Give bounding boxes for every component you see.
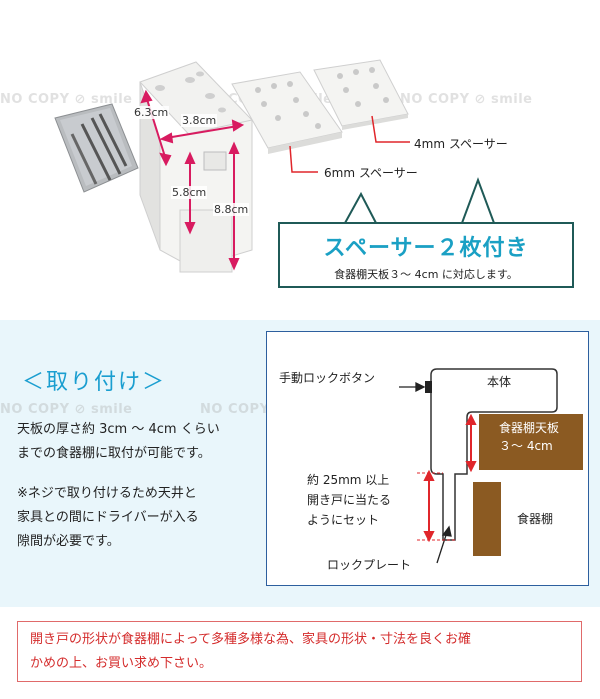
text-line: ３～ 4cm [499,439,553,453]
text-line: 食器棚天板 [499,421,560,435]
cabinet-side [473,482,501,556]
installation-diagram: 手動ロックボタン 本体 食器棚天板 ３～ 4cm 約 25mm 以上 開き戸に当… [266,331,589,586]
text-line: 開き戸に当たる [307,493,392,507]
text-line: までの食器棚に取付が可能です。 [17,446,211,461]
spacer-info-box: スペーサー２枚付き 食器棚天板３～ 4cm に対応します。 [278,222,574,288]
text-line: ※ネジで取り付けるため天井と [17,486,197,501]
total-height-label: 8.8cm [213,203,250,216]
depth-label: 6.3cm [133,106,170,119]
watermark: NO COPY ⊘ smile [0,92,133,107]
cabinet-label: 食器棚 [517,512,554,526]
inner-height-label: 5.8cm [171,186,208,199]
text-line: 隙間が必要です。 [17,534,120,549]
notice-text: 開き戸の形状が食器棚によって多種多様な為、家具の形状・寸法を良くお確 かめの上、… [30,628,571,676]
installation-section: NO COPY ⊘ smile NO COPY ⊘ smile NO COPY … [0,320,600,607]
purchase-notice: 開き戸の形状が食器棚によって多種多様な為、家具の形状・寸法を良くお確 かめの上、… [17,621,582,682]
text-line: 家具との間にドライバーが入る [17,510,199,525]
text-line: 天板の厚さ約 3cm ～ 4cm くらい [17,422,220,437]
install-heading: ＜取り付け＞ [22,370,167,395]
text-line: ようにセット [307,513,380,527]
spacer-4mm-label: 4mm スペーサー [414,137,508,151]
top-board-label: 食器棚天板 ３～ 4cm [499,419,559,455]
spacer-subtitle: 食器棚天板３～ 4cm に対応します。 [334,268,518,281]
lock-button-label: 手動ロックボタン [279,371,376,385]
screw-bag [54,103,139,193]
spacer-6mm [231,71,343,154]
width-label: 3.8cm [181,114,218,127]
install-paragraph-thickness: 天板の厚さ約 3cm ～ 4cm くらい までの食器棚に取付が可能です。 [17,418,247,466]
cabinet-top-board [479,414,583,470]
spacer-callouts [289,115,410,173]
diagram-drawing [399,368,583,564]
spacer-title: スペーサー２枚付き [323,236,529,261]
latch-body-outline [430,368,558,541]
text-line: 約 25mm 以上 [307,473,390,487]
clearance-label: 約 25mm 以上 開き戸に当たる ようにセット [307,470,391,530]
text-line: 開き戸の形状が食器棚によって多種多様な為、家具の形状・寸法を良くお確 [30,632,471,647]
spacer-6mm-label: 6mm スペーサー [324,166,418,180]
watermark: NO COPY ⊘ smile [400,92,533,107]
clearance-arrows [423,413,477,543]
lock-button [425,381,432,393]
watermark: NO COPY ⊘ smile [0,402,133,417]
install-paragraph-note: ※ネジで取り付けるため天井と 家具との間にドライバーが入る 隙間が必要です。 [17,482,247,554]
bubble-pointer [344,177,495,224]
latch-body [139,61,253,273]
text-line: かめの上、お買い求め下さい。 [30,656,213,671]
spacer-4mm [313,59,409,130]
body-label: 本体 [487,375,512,389]
product-photo-section: NO COPY ⊘ smile NO COPY ⊘ smile NO COPY … [0,0,600,320]
product-illustration [54,59,495,273]
lock-plate-label: ロックプレート [327,558,412,572]
